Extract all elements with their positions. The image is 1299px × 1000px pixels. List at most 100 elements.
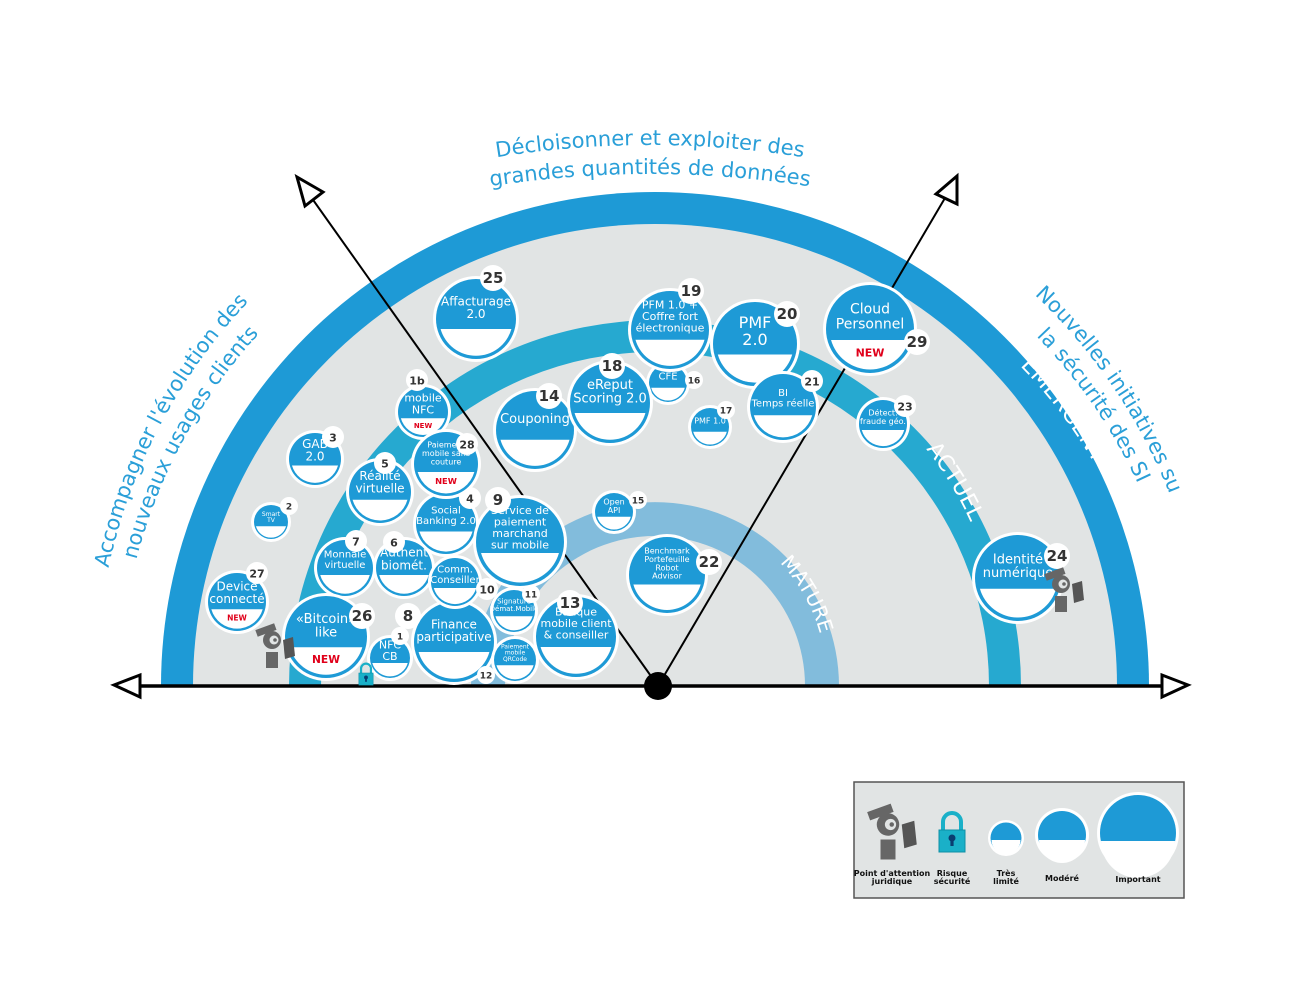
axis-diagonal-right [657, 197, 946, 687]
legend-label-security-1: Risque [937, 869, 968, 878]
bubble-label-line: like [315, 625, 337, 640]
bubble-label-line: Identité [993, 552, 1043, 567]
number-tag: 12 [480, 672, 493, 682]
bubble-impact-segment [861, 430, 905, 447]
bubble-label-line: Signature [497, 598, 531, 606]
bubble-label-line: Démat.Mobile [490, 605, 539, 613]
axis-arrow-left [110, 672, 142, 700]
bubble-label-line: 2.0 [305, 450, 324, 464]
bubble-label-line: paiement [494, 515, 547, 528]
number-tag-bg [904, 329, 930, 355]
legend-size-tres-limite [988, 820, 1024, 856]
number-tag: 2 [286, 503, 292, 513]
number-tag-bg [349, 603, 375, 629]
bubble-impact-segment [289, 647, 363, 675]
number-tag: 23 [897, 400, 912, 413]
bubble-impact-segment [417, 472, 475, 494]
number-tag-bg [477, 666, 495, 684]
bubble-label-line: Paiement [501, 643, 530, 650]
bubble-impact-segment [574, 413, 646, 440]
bubble-label-line: PMF 1.0 [694, 417, 726, 426]
bubble-impact-segment [352, 499, 408, 521]
title-top-line2: grandes quantités de données [488, 155, 813, 191]
number-tag: 25 [483, 269, 504, 287]
bubble-label-line: Paiement [427, 441, 464, 450]
number-tag: 11 [525, 591, 538, 601]
bubble-label-line: Benchmark [644, 546, 690, 555]
bubble-label-line: Comm. [437, 564, 473, 575]
bubble-label-line: 2.0 [466, 307, 485, 321]
bubble-impact-segment [320, 575, 370, 594]
bubble-impact-segment [418, 652, 490, 679]
bubble-impact-segment [255, 526, 287, 538]
bubble-label-line: couture [431, 458, 462, 467]
bubble-impact-segment [500, 439, 570, 466]
number-tag-bg [557, 590, 583, 616]
bubble-label-line: CB [382, 650, 397, 663]
legend: Point d'attention juridique Risque sécur… [853, 781, 1185, 899]
number-tag-bg [406, 369, 428, 391]
legend-label-important: Important [1115, 875, 1160, 884]
number-tag: 28 [459, 438, 474, 451]
bubble-label-line: Personnel [836, 316, 904, 332]
number-tag: 15 [632, 497, 645, 507]
lock-icon [358, 662, 374, 686]
number-tag: 7 [352, 535, 360, 548]
bubble-impact-segment [979, 588, 1057, 618]
bubble-label-line: & conseiller [544, 628, 609, 641]
bubble-impact-segment [831, 340, 909, 370]
legend-label-security-2: sécurité [934, 876, 971, 886]
bubble-impact-segment [481, 553, 559, 583]
axis-origin [644, 672, 672, 700]
number-tag-bg [522, 585, 540, 603]
bubble-item-23[interactable]: Détect.fraude géo.23 [856, 395, 916, 451]
legal-attention-icon [867, 803, 917, 860]
bubble-label-line: GAB [302, 437, 328, 451]
number-tag: 8 [403, 607, 413, 625]
bubble-impact-segment [597, 516, 631, 530]
number-tag: 26 [352, 607, 373, 625]
bubble-item-17[interactable]: PMF 1.017 [688, 401, 735, 449]
legal-attention-icon [255, 623, 295, 668]
number-tag-bg [383, 531, 405, 553]
bubble-label-line: biomét. [381, 558, 427, 572]
bubble-impact-segment [633, 584, 701, 610]
bubble-label-line: marchand [492, 527, 547, 540]
bubble-impact-segment [379, 575, 429, 594]
number-tag-bg [246, 562, 268, 584]
number-tag-bg [480, 265, 506, 291]
legend-size-modere [1035, 808, 1089, 863]
number-tag-bg [536, 383, 562, 409]
number-tag-bg [1044, 543, 1070, 569]
axis-arrow-upright [933, 172, 959, 207]
